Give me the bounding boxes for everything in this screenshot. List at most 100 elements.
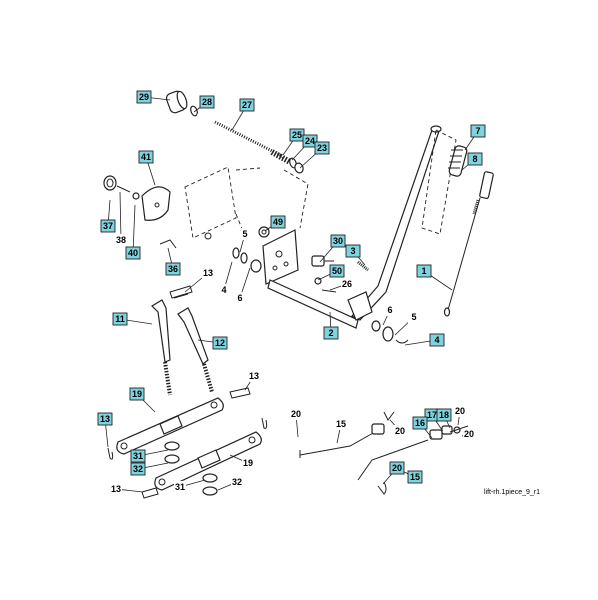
callout-label-41: 41 (141, 152, 151, 162)
callout-7: 7 (470, 124, 486, 138)
callout-label-25: 25 (292, 130, 302, 140)
callout-24: 24 (302, 134, 318, 148)
callout-box-19 (129, 387, 145, 401)
part-31-32-bushings (164, 441, 218, 496)
callout-1: 1 (416, 264, 432, 278)
callout-40: 40 (125, 246, 141, 260)
callout-box-40 (125, 246, 141, 260)
callout-label-37: 37 (103, 221, 113, 231)
callout-label-31: 31 (175, 482, 185, 492)
callout-label-15: 15 (336, 419, 346, 429)
callout-label-28: 28 (202, 97, 212, 107)
callout-label-11: 11 (115, 314, 125, 324)
callout-27: 27 (239, 98, 255, 112)
callout-label-6: 6 (237, 293, 242, 303)
callout-box-41 (138, 150, 154, 164)
callout-box-27 (239, 98, 255, 112)
callout-19: 19 (242, 457, 254, 469)
pivot-bracket (262, 229, 299, 285)
callout-11: 11 (112, 312, 128, 326)
callout-label-5: 5 (411, 312, 416, 322)
callout-box-32 (130, 462, 146, 476)
callout-13: 13 (202, 267, 214, 279)
callout-20: 20 (290, 408, 302, 420)
part-19-link-upper (116, 397, 224, 455)
callout-15: 15 (407, 470, 423, 484)
callout-label-16: 16 (415, 418, 425, 428)
part-30-swivel (311, 255, 334, 267)
part-37-cap (103, 175, 117, 191)
callout-5: 5 (239, 228, 251, 240)
callout-label-20: 20 (395, 426, 405, 436)
callout-20: 20 (394, 425, 406, 437)
callout-16: 16 (412, 416, 428, 430)
callout-17: 17 (424, 408, 440, 422)
callout-4: 4 (218, 284, 230, 296)
callout-label-12: 12 (215, 338, 225, 348)
part-41-bracket (141, 186, 171, 221)
callout-18: 18 (436, 408, 452, 422)
callout-box-37 (100, 219, 116, 233)
callout-box-20 (389, 461, 405, 475)
callout-label-20: 20 (392, 463, 402, 473)
part-16-17-18-clamp (429, 425, 469, 440)
callout-28: 28 (199, 95, 215, 109)
callout-box-36 (165, 262, 181, 276)
part-1-rod (443, 197, 481, 317)
callout-25: 25 (289, 128, 305, 142)
callout-label-13: 13 (111, 484, 121, 494)
callout-box-8 (467, 152, 483, 166)
callout-box-3 (345, 244, 361, 258)
callout-32: 32 (231, 476, 243, 488)
callout-box-18 (436, 408, 452, 422)
callout-label-50: 50 (332, 266, 342, 276)
callout-20: 20 (463, 428, 475, 440)
part-7-grip (421, 129, 468, 235)
part-11-arm (151, 299, 172, 396)
callout-box-2 (323, 326, 339, 340)
callout-box-30 (330, 234, 346, 248)
callout-8: 8 (467, 152, 483, 166)
callout-6: 6 (234, 292, 246, 304)
callout-label-2: 2 (328, 328, 333, 338)
callout-label-26: 26 (342, 279, 352, 289)
part-36-clip (159, 239, 177, 249)
callout-label-20: 20 (464, 429, 474, 439)
callout-15: 15 (335, 418, 347, 430)
part-15-rod-lower (357, 439, 429, 495)
callout-label-36: 36 (168, 264, 178, 274)
callout-4: 4 (429, 333, 445, 347)
callout-label-38: 38 (116, 235, 126, 245)
callout-label-19: 19 (243, 458, 253, 468)
callout-31: 31 (174, 481, 186, 493)
callout-13: 13 (97, 412, 113, 426)
part-2-lift-lever (267, 125, 442, 329)
callout-label-18: 18 (439, 410, 449, 420)
callout-20: 20 (389, 461, 405, 475)
part-29-knob (165, 90, 188, 114)
callout-label-13: 13 (100, 414, 110, 424)
part-27-threaded-rod (195, 113, 284, 159)
part-19-link-lower (154, 431, 262, 491)
callout-label-3: 3 (350, 246, 355, 256)
callout-box-11 (112, 312, 128, 326)
callout-label-4: 4 (434, 335, 439, 345)
callout-box-50 (329, 264, 345, 278)
callout-2: 2 (323, 326, 339, 340)
callout-32: 32 (130, 462, 146, 476)
callout-label-49: 49 (273, 217, 283, 227)
part-5-6-4-left-washers (232, 247, 262, 273)
callout-50: 50 (329, 264, 345, 278)
part-6-5-4-right-washers (371, 320, 409, 344)
callout-label-20: 20 (291, 409, 301, 419)
callout-label-6: 6 (387, 305, 392, 315)
callout-label-7: 7 (475, 126, 480, 136)
callout-label-13: 13 (249, 371, 259, 381)
callout-6: 6 (384, 304, 396, 316)
callout-label-32: 32 (133, 464, 143, 474)
callout-38: 38 (115, 234, 127, 246)
callout-box-49 (270, 215, 286, 229)
callout-23: 23 (314, 141, 330, 155)
